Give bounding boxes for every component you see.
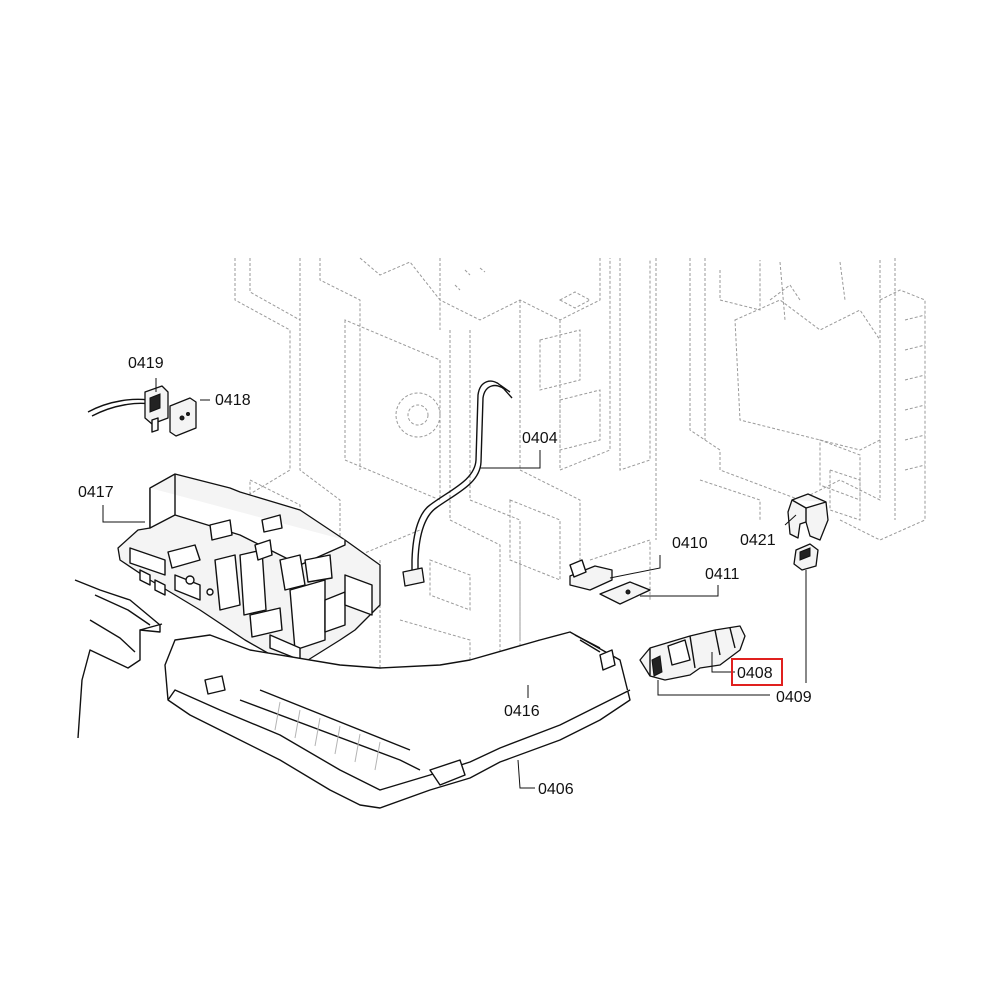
label-0417: 0417	[78, 484, 114, 501]
label-0410: 0410	[672, 535, 708, 552]
label-0411: 0411	[705, 566, 740, 583]
part-left-chute	[74, 579, 163, 739]
part-0418-sensor-board	[169, 397, 197, 437]
label-0406: 0406	[538, 781, 574, 798]
label-0421: 0421	[740, 532, 776, 549]
leader-lines	[102, 378, 807, 789]
part-0411-plate	[599, 581, 651, 605]
label-0419: 0419	[128, 355, 164, 372]
part-0417-control-module	[117, 473, 381, 666]
part-0421-cover	[787, 493, 829, 541]
label-0408: 0408	[737, 665, 773, 682]
part-0404-cable-harness	[402, 380, 513, 587]
part-number-labels: 0419 0418 0417 0404 0410 0411 0421 0408 …	[78, 355, 812, 798]
part-0410-bracket	[569, 559, 613, 591]
label-0404: 0404	[522, 430, 558, 447]
label-0416: 0416	[504, 703, 540, 720]
label-0408-highlight	[731, 658, 783, 686]
label-0418: 0418	[215, 392, 251, 409]
part-0408-actuator	[639, 625, 746, 681]
part-0409-clip	[793, 543, 819, 571]
part-0406-base-cover	[164, 631, 631, 809]
label-0409: 0409	[776, 689, 812, 706]
part-0419-sensor-switch	[87, 385, 169, 433]
